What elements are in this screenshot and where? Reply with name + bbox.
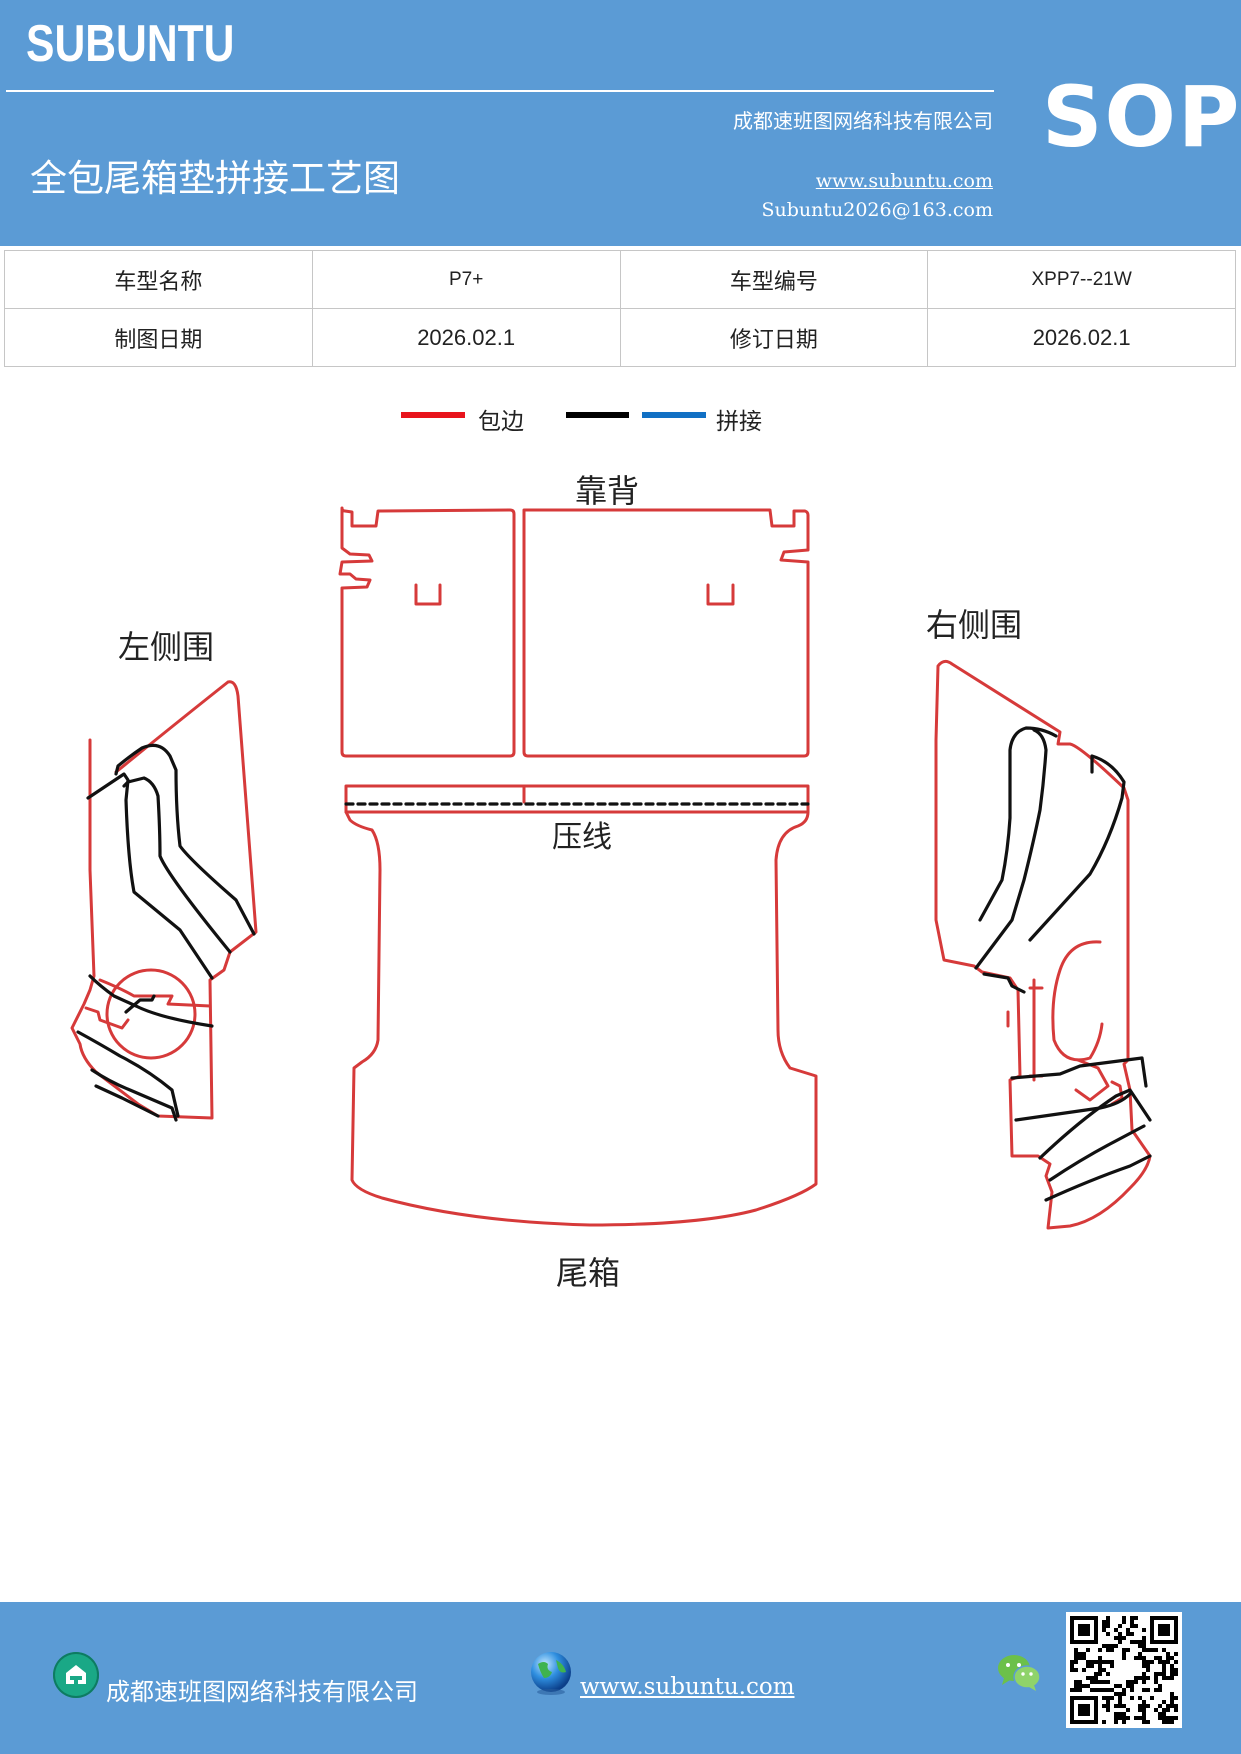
- model-code-value: XPP7--21W: [927, 250, 1236, 309]
- brand-logo: SUBUNTU: [26, 15, 235, 73]
- document-type: SOP: [1042, 68, 1241, 166]
- qr-code[interactable]: [1066, 1612, 1182, 1728]
- legend-label-join: 拼接: [716, 409, 762, 435]
- revision-date-label: 修订日期: [619, 308, 929, 367]
- website-link[interactable]: www.subuntu.com: [815, 170, 993, 192]
- label-press-line: 压线: [552, 820, 612, 855]
- footer-company-name: 成都速班图网络科技有限公司: [106, 1678, 418, 1706]
- model-name-value: P7+: [311, 250, 621, 309]
- revision-date-value: 2026.02.1: [927, 308, 1236, 367]
- drawing-date-label: 制图日期: [4, 308, 313, 367]
- legend-label-edge: 包边: [478, 409, 524, 435]
- footer-banner: 成都速班图网络科技有限公司 www.subuntu.com: [0, 1602, 1241, 1754]
- drawing-date-value: 2026.02.1: [311, 308, 621, 367]
- backrest-left-panel: [338, 506, 516, 758]
- press-line-strip: [344, 784, 810, 814]
- model-code-label: 车型编号: [619, 250, 929, 309]
- header-divider: [6, 90, 994, 92]
- header-banner: SUBUNTU 成都速班图网络科技有限公司 全包尾箱垫拼接工艺图 www.sub…: [0, 0, 1241, 246]
- trunk-floor-panel: [344, 810, 818, 1227]
- wechat-icon[interactable]: [996, 1652, 1042, 1692]
- footer-website-link[interactable]: www.subuntu.com: [580, 1674, 795, 1700]
- legend-swatch-edge: [401, 412, 465, 418]
- model-name-label: 车型名称: [4, 250, 313, 309]
- email-address: Subuntu2026@163.com: [761, 199, 993, 221]
- legend-swatch-seam: [566, 412, 629, 418]
- label-backrest: 靠背: [575, 472, 640, 510]
- company-home-icon: [53, 1652, 99, 1698]
- right-side-panel: [934, 659, 1152, 1230]
- table-row: 制图日期 2026.02.1 修订日期 2026.02.1: [4, 308, 1236, 367]
- table-row: 车型名称 P7+ 车型编号 XPP7--21W: [4, 250, 1236, 309]
- company-name: 成都速班图网络科技有限公司: [733, 109, 993, 133]
- label-right-side: 右侧围: [926, 606, 1023, 644]
- right-side-arc: [1051, 940, 1104, 1062]
- vehicle-info-table: 车型名称 P7+ 车型编号 XPP7--21W 制图日期 2026.02.1 修…: [4, 250, 1236, 367]
- legend: 包边 拼接: [0, 400, 1241, 440]
- legend-swatch-join: [642, 412, 706, 418]
- mat-layout-diagram: [70, 506, 1152, 1230]
- left-side-panel: [70, 680, 258, 1120]
- document-title: 全包尾箱垫拼接工艺图: [30, 157, 400, 200]
- backrest-right-panel: [522, 508, 810, 758]
- label-trunk: 尾箱: [556, 1254, 621, 1292]
- label-left-side: 左侧围: [118, 628, 215, 666]
- globe-icon: [528, 1650, 574, 1696]
